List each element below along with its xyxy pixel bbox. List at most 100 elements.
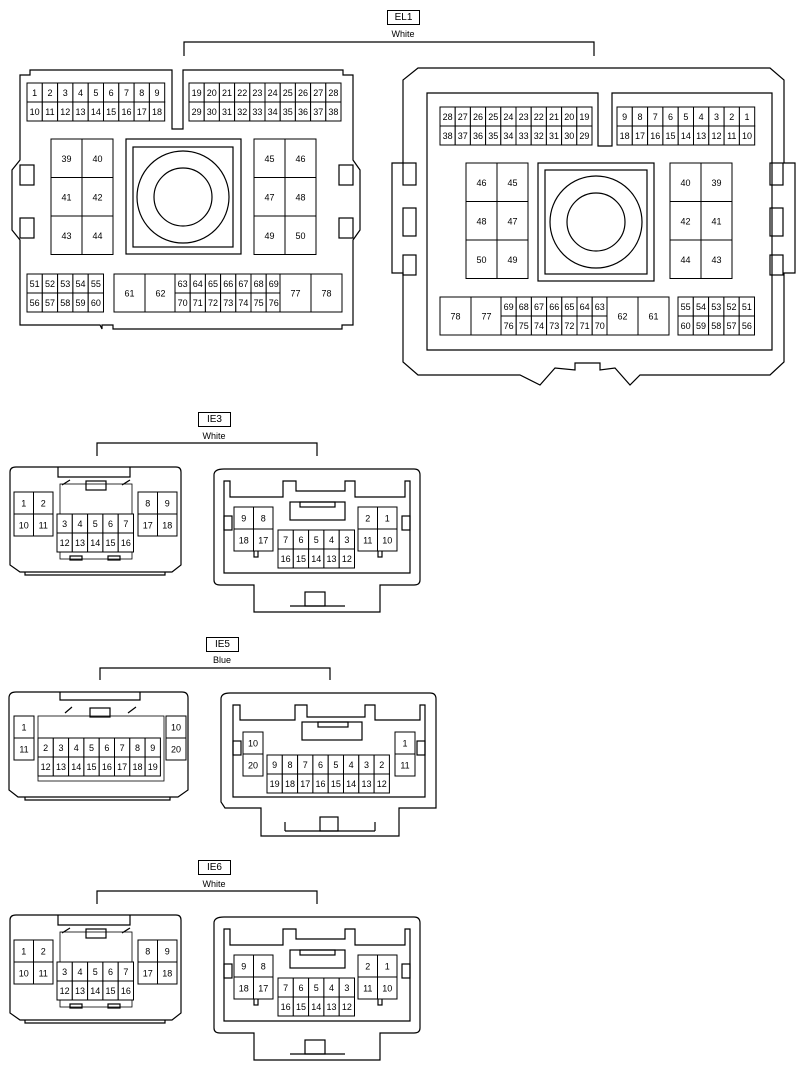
- el1-right-pin-75: 75: [515, 315, 532, 336]
- svg-text:20: 20: [207, 88, 217, 98]
- el1-right-pin-17: 17: [631, 125, 649, 146]
- svg-text:75: 75: [519, 321, 529, 331]
- el1-right-pin-53: 53: [708, 296, 725, 317]
- svg-text:69: 69: [504, 302, 514, 312]
- svg-text:21: 21: [549, 112, 559, 122]
- svg-text:51: 51: [30, 279, 40, 289]
- ie3-right-pin-16: 16: [277, 548, 294, 569]
- ie5-left-pin-10: 10: [165, 715, 187, 739]
- el1-right-pin-23: 23: [515, 106, 532, 127]
- svg-text:71: 71: [193, 298, 203, 308]
- svg-text:17: 17: [635, 131, 645, 141]
- el1-left-pin-36: 36: [294, 101, 312, 122]
- svg-text:16: 16: [281, 1002, 291, 1012]
- svg-text:31: 31: [549, 131, 559, 141]
- connector-code-ie5: IE5: [206, 637, 239, 652]
- ie6-left-pin-15: 15: [102, 980, 119, 1001]
- svg-text:64: 64: [193, 279, 203, 289]
- svg-text:17: 17: [143, 521, 153, 531]
- ie3-right-pin-6: 6: [292, 529, 310, 550]
- el1-right-pin-42: 42: [669, 201, 702, 241]
- svg-text:16: 16: [121, 538, 131, 548]
- svg-text:18: 18: [620, 131, 630, 141]
- el1-left-pin-75: 75: [250, 292, 267, 313]
- ie3-right-pin-18: 18: [233, 528, 254, 552]
- el1-left-pin-18: 18: [148, 101, 166, 122]
- svg-text:11: 11: [727, 131, 736, 141]
- el1-right-pin-62: 62: [606, 296, 639, 336]
- ie3-right-pin-14: 14: [308, 548, 325, 569]
- ie5-right-pin-15: 15: [327, 773, 345, 794]
- svg-text:51: 51: [742, 302, 752, 312]
- svg-text:5: 5: [314, 983, 319, 993]
- el1-right-pin-43: 43: [700, 239, 733, 279]
- svg-text:17: 17: [258, 536, 268, 546]
- svg-text:5: 5: [89, 743, 94, 753]
- svg-text:17: 17: [137, 107, 147, 117]
- svg-text:2: 2: [43, 743, 48, 753]
- ie6-right-pin-2: 2: [357, 954, 378, 978]
- el1-left-pin-66: 66: [220, 273, 237, 294]
- svg-text:36: 36: [473, 131, 483, 141]
- svg-text:77: 77: [290, 289, 300, 299]
- svg-text:15: 15: [106, 986, 116, 996]
- svg-text:3: 3: [364, 760, 369, 770]
- el1-right-pin-35: 35: [485, 125, 502, 146]
- svg-text:39: 39: [711, 178, 721, 188]
- el1-left-pin-5: 5: [87, 82, 104, 103]
- ie3-left-pin-8: 8: [137, 491, 158, 515]
- el1-right-pin-7: 7: [647, 106, 664, 127]
- svg-text:18: 18: [239, 984, 249, 994]
- svg-text:11: 11: [400, 761, 409, 771]
- ie3-right-pin-12: 12: [338, 548, 356, 569]
- ie5-right-pin-2: 2: [373, 754, 390, 775]
- svg-text:78: 78: [321, 289, 331, 299]
- ie5-left-pin-4: 4: [68, 737, 85, 758]
- svg-text:75: 75: [254, 298, 264, 308]
- svg-text:72: 72: [564, 321, 574, 331]
- svg-text:12: 12: [60, 986, 70, 996]
- ie6-left-pin-5: 5: [87, 961, 104, 982]
- el1-right-pin-13: 13: [693, 125, 710, 146]
- svg-text:52: 52: [45, 279, 55, 289]
- el1-right-pin-57: 57: [723, 315, 740, 336]
- svg-text:4: 4: [329, 535, 334, 545]
- svg-text:35: 35: [283, 107, 293, 117]
- svg-text:7: 7: [124, 88, 129, 98]
- svg-text:4: 4: [349, 760, 354, 770]
- svg-text:59: 59: [76, 298, 86, 308]
- svg-text:2: 2: [41, 947, 46, 957]
- svg-text:2: 2: [379, 760, 384, 770]
- el1-left-pin-16: 16: [118, 101, 135, 122]
- svg-text:17: 17: [143, 969, 153, 979]
- ie5-left-pin-20: 20: [165, 737, 187, 761]
- svg-text:34: 34: [503, 131, 513, 141]
- svg-text:31: 31: [222, 107, 232, 117]
- svg-text:66: 66: [223, 279, 233, 289]
- el1-left-pin-14: 14: [87, 101, 104, 122]
- svg-text:58: 58: [711, 321, 721, 331]
- ie5-left-pin-6: 6: [98, 737, 115, 758]
- svg-text:61: 61: [648, 312, 658, 322]
- el1-left-pin-27: 27: [310, 82, 327, 103]
- svg-text:2: 2: [365, 962, 370, 972]
- ie5-left-pin-2: 2: [37, 737, 54, 758]
- svg-text:45: 45: [264, 154, 274, 164]
- svg-text:6: 6: [298, 535, 303, 545]
- svg-text:8: 8: [145, 947, 150, 957]
- svg-text:22: 22: [534, 112, 544, 122]
- ie5-left-pin-12: 12: [37, 756, 54, 777]
- svg-text:56: 56: [30, 298, 40, 308]
- svg-text:7: 7: [303, 760, 308, 770]
- ie6-right-pin-14: 14: [308, 996, 325, 1017]
- el1-left-pin-56: 56: [26, 292, 43, 313]
- el1-left-pin-57: 57: [41, 292, 59, 313]
- svg-text:20: 20: [248, 761, 258, 771]
- svg-text:19: 19: [148, 762, 158, 772]
- el1-right-pin-4: 4: [693, 106, 710, 127]
- svg-text:17: 17: [258, 984, 268, 994]
- ie5-right-pin-12: 12: [373, 773, 390, 794]
- el1-left-pin-1: 1: [26, 82, 43, 103]
- svg-text:48: 48: [295, 192, 305, 202]
- svg-text:18: 18: [285, 779, 295, 789]
